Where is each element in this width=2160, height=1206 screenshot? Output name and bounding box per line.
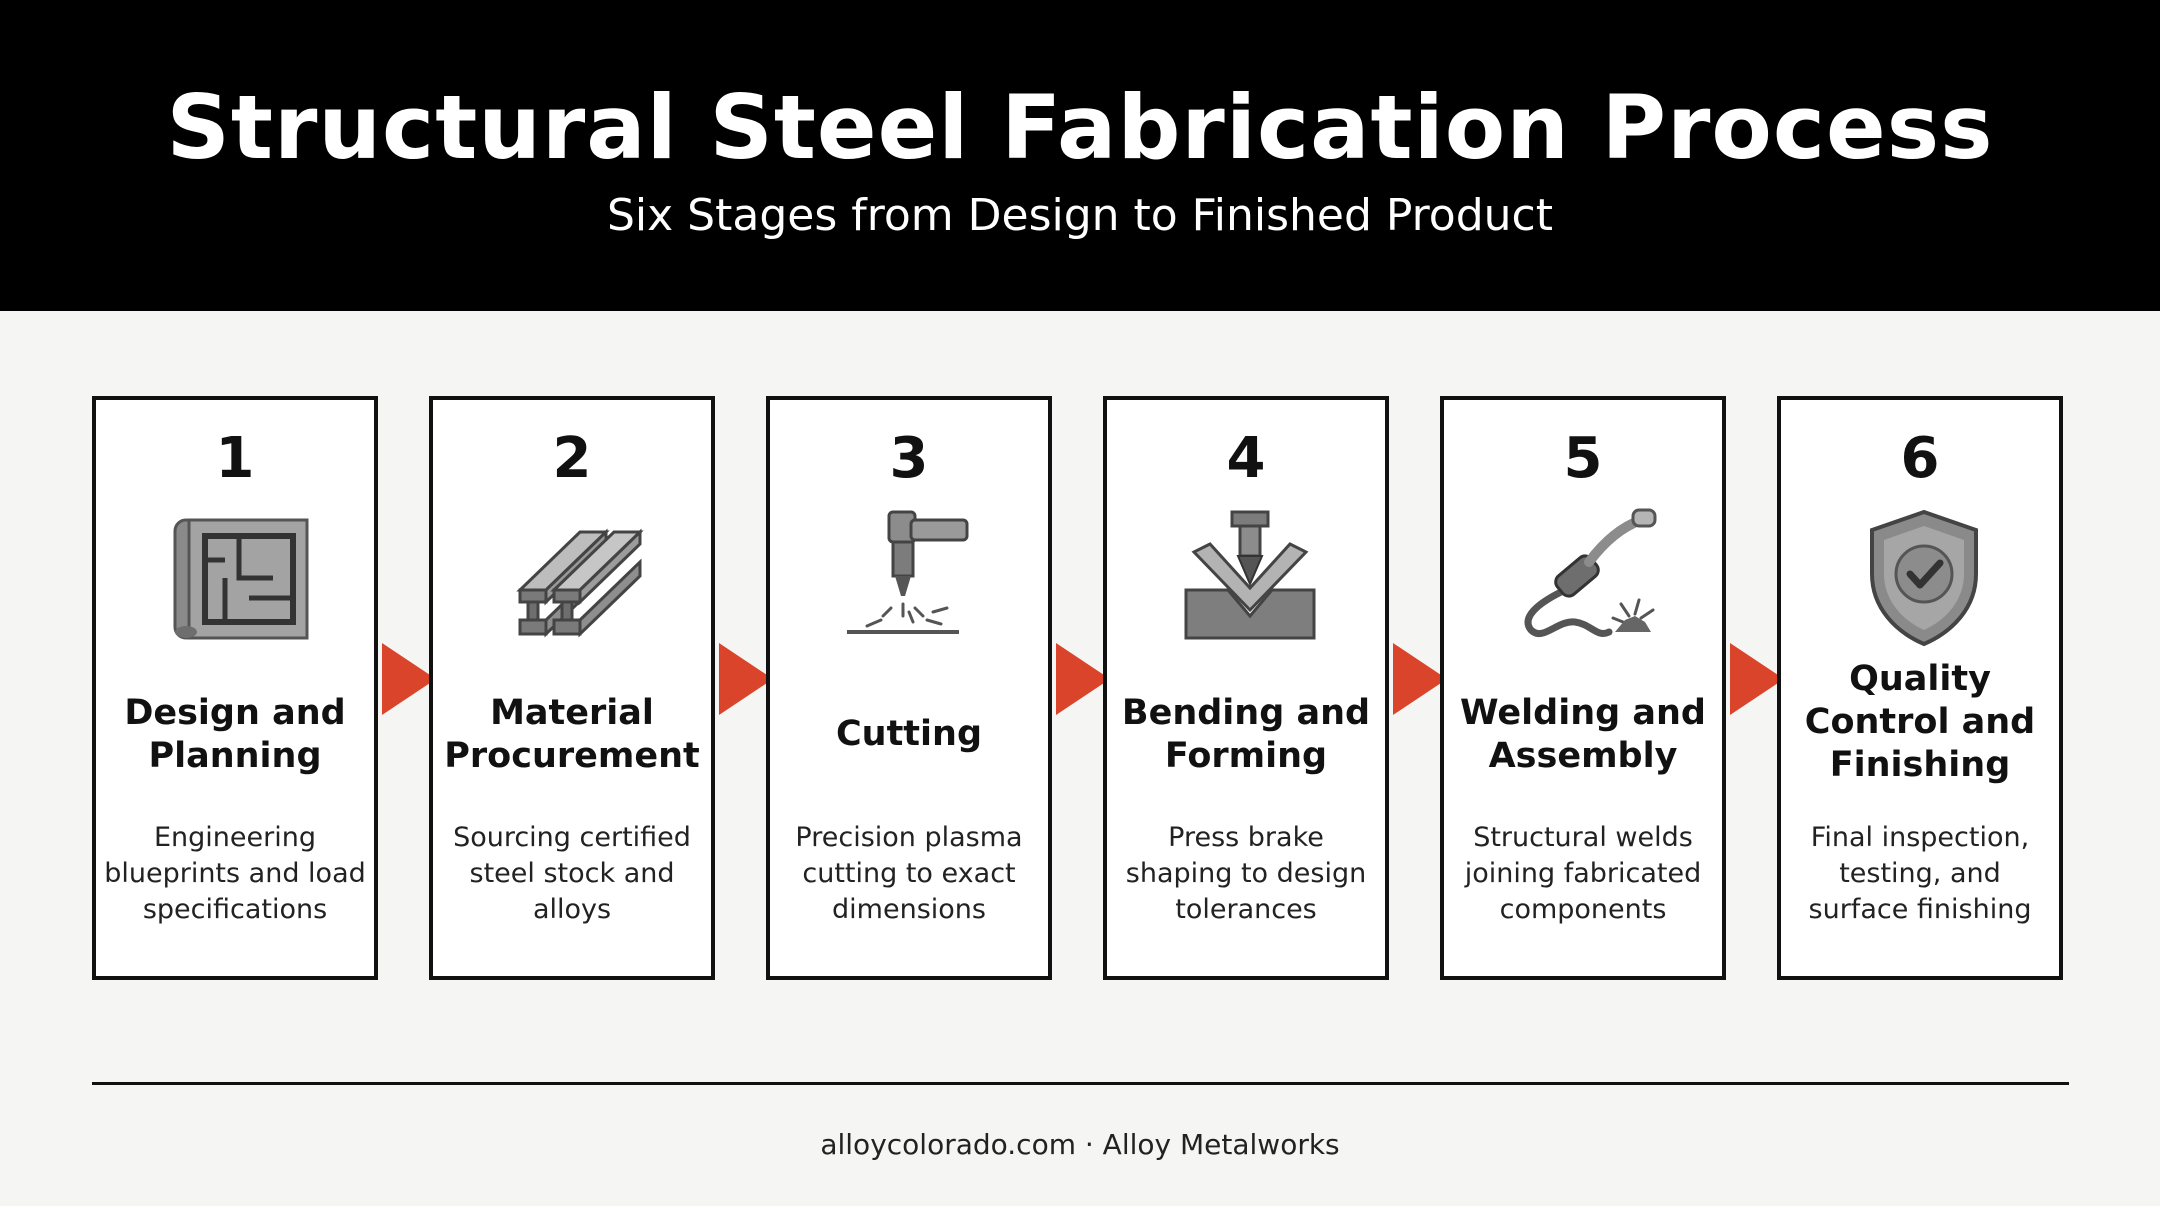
page-subtitle: Six Stages from Design to Finished Produ… <box>607 190 1553 241</box>
step-card-6: 6 Quality Control and Finishing Final in… <box>1777 396 2063 980</box>
flow-arrow <box>719 643 773 715</box>
step-description: Press brake shaping to design tolerances <box>1125 822 1367 925</box>
step-number: 5 <box>1563 426 1603 491</box>
header-banner: Structural Steel Fabrication Process Six… <box>0 0 2160 311</box>
press-brake-icon <box>1180 508 1320 648</box>
step-card-1: 1 Design and Planning Engineering bluepr… <box>92 396 378 980</box>
flow-arrow <box>1730 643 1784 715</box>
step-number: 6 <box>1900 426 1940 491</box>
step-card-5: 5 Welding and Assembly Structural welds … <box>1440 396 1726 980</box>
welding-torch-icon <box>1517 508 1657 648</box>
step-title: Design and Planning <box>124 693 346 776</box>
steel-beams-icon <box>506 508 646 648</box>
step-card-3: 3 Cutting Precision plasma cutting to ex… <box>766 396 1052 980</box>
step-number: 3 <box>889 426 929 491</box>
step-description: Sourcing certified steel stock and alloy… <box>453 822 691 925</box>
step-number: 1 <box>215 426 255 491</box>
step-title: Welding and Assembly <box>1460 693 1706 776</box>
step-card-2: 2 Material Procurement Sourcing certifie… <box>429 396 715 980</box>
step-title: Material Procurement <box>444 693 700 776</box>
plasma-cutter-icon <box>843 508 983 648</box>
page-title: Structural Steel Fabrication Process <box>166 76 1994 179</box>
step-title: Quality Control and Finishing <box>1804 659 2036 785</box>
step-number: 4 <box>1226 426 1266 491</box>
step-description: Structural welds joining fabricated comp… <box>1464 822 1702 925</box>
step-number: 2 <box>552 426 592 491</box>
blueprint-icon <box>169 508 309 648</box>
step-title: Bending and Forming <box>1121 693 1371 776</box>
step-card-4: 4 Bending and Forming Press brake shapin… <box>1103 396 1389 980</box>
footer-divider <box>92 1082 2069 1085</box>
footer-credit: alloycolorado.com · Alloy Metalworks <box>820 1128 1340 1161</box>
shield-check-icon <box>1854 508 1994 648</box>
flow-arrow <box>382 643 436 715</box>
step-description: Final inspection, testing, and surface f… <box>1808 822 2032 925</box>
flow-arrow <box>1056 643 1110 715</box>
flow-arrow <box>1393 643 1447 715</box>
step-title: Cutting <box>835 714 983 754</box>
step-description: Precision plasma cutting to exact dimens… <box>795 822 1023 925</box>
step-description: Engineering blueprints and load specific… <box>104 822 366 925</box>
